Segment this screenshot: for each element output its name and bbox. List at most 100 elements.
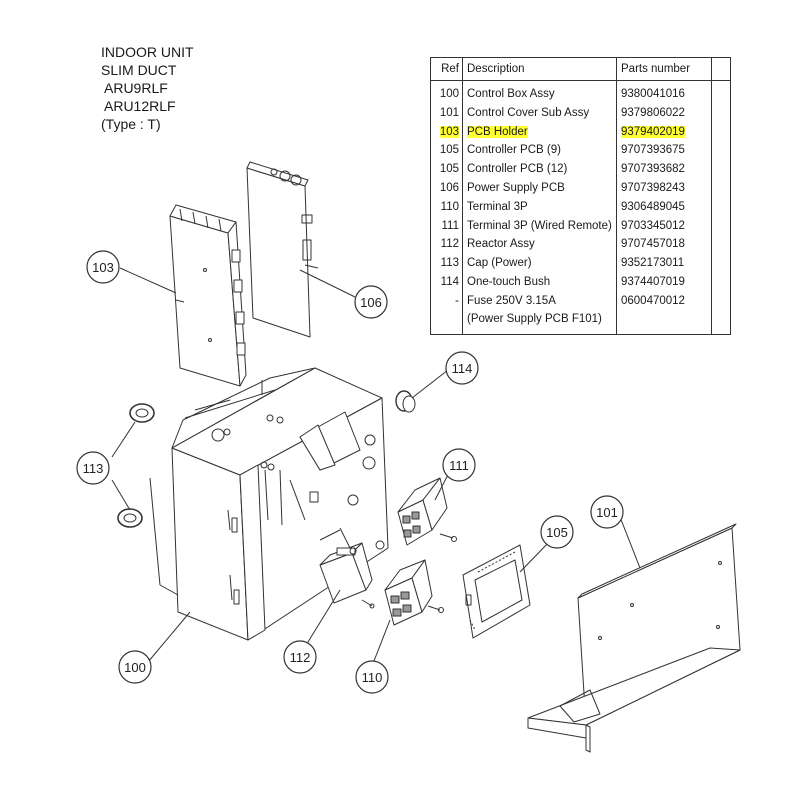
row-blank (711, 235, 731, 255)
row-ref-text: 114 (440, 275, 459, 288)
row-description: Power Supply PCB (462, 178, 617, 198)
row-blank (711, 254, 731, 273)
row-parts-number: 9306489045 (616, 197, 712, 217)
row-description: PCB Holder (462, 122, 617, 142)
row-parts-number: 9352173011 (616, 254, 712, 273)
row-parts-number: 9703345012 (616, 216, 712, 236)
row-ref: 100 (430, 80, 463, 104)
row-description: Terminal 3P (462, 197, 617, 217)
row-blank (711, 291, 731, 335)
row-ref: - (430, 291, 463, 335)
row-ref-text: 106 (439, 181, 459, 194)
row-description: Control Cover Sub Assy (462, 103, 617, 123)
row-parts-number: 9379806022 (616, 103, 712, 123)
cap-power-drawing (117, 403, 155, 528)
col-ref: Ref (430, 57, 463, 81)
row-ref-text: 113 (440, 257, 459, 270)
callout-106-label: 106 (360, 295, 382, 310)
callout-110: 110 (355, 660, 389, 694)
callout-113-label: 113 (83, 461, 104, 476)
row-ref: 101 (430, 103, 463, 123)
pcb-holder-drawing (169, 204, 247, 387)
row-description: One-touch Bush (462, 272, 617, 292)
unit-type: INDOOR UNIT (101, 44, 194, 60)
row-ref-text: 110 (440, 200, 459, 213)
power-supply-pcb-drawing (246, 161, 319, 338)
col-blank (711, 57, 731, 81)
row-parts-number-text: 9374407019 (621, 275, 685, 288)
row-ref: 113 (430, 254, 463, 273)
terminal-wired-remote-drawing (397, 477, 457, 546)
row-description: Control Box Assy (462, 80, 617, 104)
row-parts-number-text: 9379402019 (621, 125, 685, 138)
row-ref-text: 101 (439, 106, 459, 119)
row-parts-number-text: 9707393682 (621, 163, 685, 176)
callout-112: 112 (283, 640, 317, 674)
row-description: Terminal 3P (Wired Remote) (462, 216, 617, 236)
row-blank (711, 141, 731, 161)
row-description-line2: (Power Supply PCB F101) (467, 312, 602, 325)
row-ref: 111 (430, 216, 463, 236)
row-description-text: Power Supply PCB (467, 181, 565, 194)
row-ref-text: - (455, 294, 459, 307)
row-parts-number-text: 9707457018 (621, 238, 685, 251)
col-description: Description (462, 57, 617, 81)
callout-105: 105 (540, 515, 574, 549)
row-parts-number: 9707393682 (616, 160, 712, 179)
row-parts-number-text: 9380041016 (621, 88, 685, 100)
row-parts-number: 9707393675 (616, 141, 712, 161)
row-description-text: Reactor Assy (467, 238, 535, 251)
row-ref: 105 (430, 141, 463, 161)
callout-111-label: 111 (449, 458, 469, 473)
row-ref-text: 100 (439, 88, 459, 100)
row-parts-number: 9379402019 (616, 122, 712, 142)
row-blank (711, 160, 731, 179)
callout-114-label: 114 (452, 361, 473, 376)
row-blank (711, 197, 731, 217)
row-parts-number-text: 9352173011 (621, 257, 685, 270)
row-description-text: Controller PCB (9) (467, 144, 561, 157)
model-1: ARU9RLF (104, 80, 168, 96)
row-parts-number: 0600470012 (616, 291, 712, 335)
row-blank (711, 216, 731, 236)
row-parts-number-text: 9707398243 (621, 181, 685, 194)
row-blank (711, 103, 731, 123)
unit-style: SLIM DUCT (101, 62, 177, 78)
callout-105-label: 105 (546, 525, 568, 540)
callout-101: 101 (590, 495, 624, 529)
row-ref-text: 105 (439, 144, 459, 157)
model-2: ARU12RLF (104, 98, 176, 114)
table-row: 105 Controller PCB (9) 9707393675 (430, 141, 731, 161)
row-parts-number-text: 0600470012 (621, 294, 685, 307)
row-ref-text: 111 (441, 219, 459, 232)
row-blank (711, 178, 731, 198)
row-ref: 105 (430, 160, 463, 179)
row-ref: 110 (430, 197, 463, 217)
row-description: Fuse 250V 3.15A(Power Supply PCB F101) (462, 291, 617, 335)
row-ref: 114 (430, 272, 463, 292)
callout-114: 114 (445, 351, 479, 385)
one-touch-bush-drawing (395, 390, 416, 413)
row-parts-number: 9374407019 (616, 272, 712, 292)
callout-101-label: 101 (596, 505, 618, 520)
row-blank (711, 80, 731, 104)
row-description-text: Controller PCB (12) (467, 163, 568, 176)
row-description-text: Cap (Power) (467, 257, 532, 270)
control-cover-drawing (527, 523, 741, 753)
col-parts-number: Parts number (616, 57, 712, 81)
table-row: 106 Power Supply PCB 9707398243 (430, 178, 731, 198)
model-type: (Type : T) (101, 116, 161, 132)
row-description-text: PCB Holder (467, 125, 528, 138)
callout-111: 111 (442, 448, 476, 482)
row-parts-number-text: 9379806022 (621, 106, 685, 119)
row-parts-number: 9707398243 (616, 178, 712, 198)
control-box-drawing (149, 367, 389, 641)
row-description: Reactor Assy (462, 235, 617, 255)
callout-110-label: 110 (362, 670, 383, 685)
row-blank (711, 272, 731, 292)
